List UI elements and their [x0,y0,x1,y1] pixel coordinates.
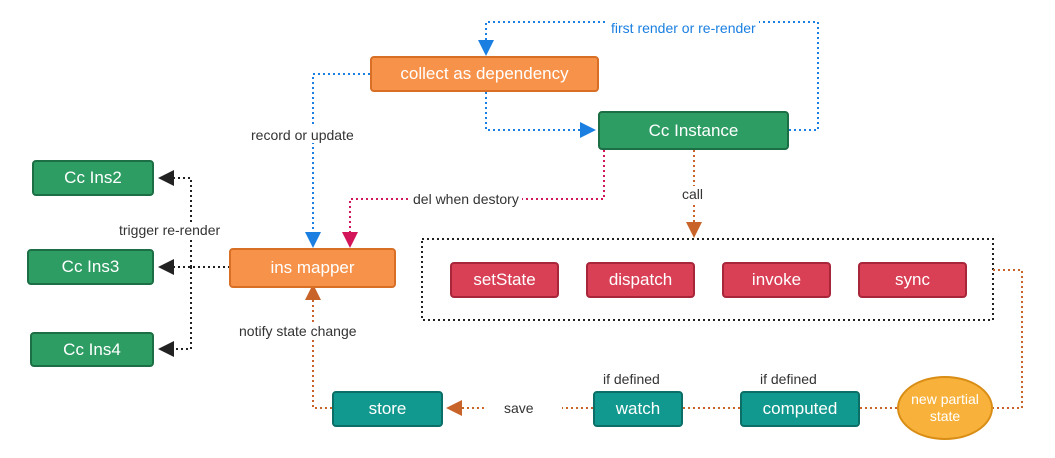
edge-record-update [305,73,370,248]
edge-first-render [478,21,819,131]
edge-notify-change [305,284,332,409]
collect-as-dependency-node: collect as dependency [370,56,599,92]
setstate-node: setState [450,262,559,298]
edge-to-ins4 [158,267,192,357]
if-defined-computed-label: if defined [757,371,820,387]
computed-node: computed [740,391,860,427]
invoke-node: invoke [722,262,831,298]
save-label: save [501,400,537,416]
if-defined-watch-label: if defined [600,371,663,387]
first-render-label: first render or re-render [608,20,759,36]
del-destory-label: del when destory [410,191,522,207]
trigger-rerender-label: trigger re-render [116,222,224,238]
cc-ins4-node: Cc Ins4 [30,332,154,367]
cc-ins2-node: Cc Ins2 [32,160,154,196]
edge-methods-to-state [993,269,1023,409]
new-partial-state-label: new partial state [911,391,979,424]
new-partial-state-node: new partial state [897,376,993,440]
notify-change-label: notify state change [236,323,360,339]
call-label: call [679,186,707,202]
sync-node: sync [858,262,967,298]
cc-ins3-node: Cc Ins3 [27,249,154,285]
edge-collect-to-instance [485,92,596,138]
cc-instance-node: Cc Instance [598,111,789,150]
methods-container [421,238,994,321]
record-update-label: record or update [248,127,357,143]
dispatch-node: dispatch [586,262,695,298]
store-node: store [332,391,443,427]
watch-node: watch [593,391,683,427]
ins-mapper-node: ins mapper [229,248,396,288]
